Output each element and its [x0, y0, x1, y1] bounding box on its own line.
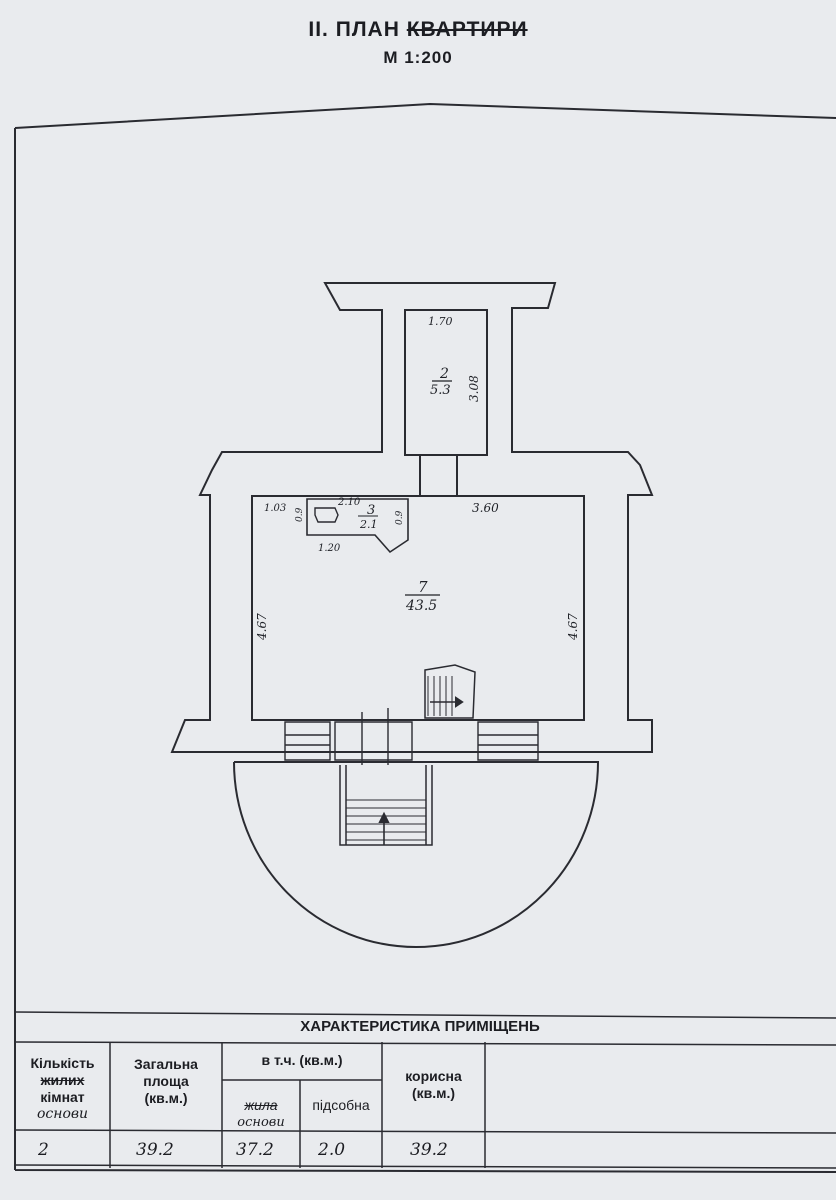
inner-stair: [424, 664, 476, 719]
dim-1-03: 1.03: [264, 503, 286, 514]
col-incl-header: в т.ч. (кв.м.): [261, 1052, 343, 1068]
dim-1-20: 1.20: [318, 543, 341, 554]
toilet-icon: [314, 507, 339, 523]
dim-4-67-right: 4.67: [566, 613, 580, 641]
room-3-outline: [306, 498, 409, 554]
col-total-line2: площа: [143, 1073, 189, 1089]
col-useful-line1: корисна: [405, 1068, 462, 1084]
cell-total: 39.2: [136, 1140, 174, 1160]
col-living-struck: жила: [244, 1097, 278, 1113]
entrance: [334, 708, 413, 765]
col-rooms-line1: Кількість: [30, 1055, 95, 1071]
table-title: ХАРАКТЕРИСТИКА ПРИМІЩЕНЬ: [300, 1018, 540, 1035]
dim-0-9-b: 0.9: [395, 510, 405, 525]
porch: [233, 761, 600, 948]
room-7-number: 7: [418, 578, 428, 596]
cell-living: 37.2: [236, 1140, 274, 1160]
room-7-area: 43.5: [405, 598, 437, 614]
dim-1-70: 1.70: [428, 315, 453, 328]
cell-rooms: 2: [38, 1140, 49, 1160]
col-useful-header: корисна (кв.м.): [382, 1068, 485, 1102]
room-2-number: 2: [439, 366, 449, 382]
table-grid: [14, 1011, 836, 1169]
room-2-area: 5.3: [430, 383, 451, 398]
col-living-header: жила основи: [222, 1097, 300, 1131]
dim-4-67-left: 4.67: [255, 613, 269, 641]
col-rooms-struck: жилих: [40, 1072, 85, 1088]
window-left: [284, 721, 331, 761]
window-right: [477, 721, 539, 761]
page-title: II. ПЛАН КВАРТИРИ: [0, 18, 836, 42]
col-rooms-hand: основи: [36, 1106, 89, 1122]
dim-3-60: 3.60: [472, 501, 499, 515]
col-living-hand: основи: [237, 1115, 285, 1130]
title-struck-word: КВАРТИРИ: [406, 18, 528, 41]
col-total-line1: Загальна: [134, 1056, 198, 1072]
shaft: [419, 455, 458, 495]
cell-useful: 39.2: [410, 1140, 448, 1160]
sheet-frame: [14, 102, 836, 1173]
dim-0-9-a: 0.9: [295, 507, 305, 522]
room-3-area: 2.1: [359, 518, 378, 531]
scale-label: М 1:200: [383, 48, 453, 67]
col-rooms-header: Кількість жилих кімнат основи: [15, 1055, 110, 1123]
room-3-number: 3: [367, 503, 375, 518]
room-7-outline: [251, 495, 585, 721]
dim-2-10: 2.10: [337, 497, 361, 508]
room-2-outline: [404, 309, 488, 456]
col-aux-header: підсобна: [312, 1097, 370, 1113]
dim-3-08: 3.08: [467, 375, 481, 402]
title-prefix: II. ПЛАН: [308, 18, 407, 41]
outer-stair: [339, 765, 433, 846]
upper-block: [170, 282, 654, 753]
col-total-header: Загальна площа (кв.м.): [110, 1056, 222, 1107]
col-useful-line2: (кв.м.): [411, 1085, 456, 1101]
col-total-line3: (кв.м.): [144, 1090, 188, 1106]
cell-aux: 2.0: [318, 1140, 346, 1160]
col-rooms-line3: кімнат: [40, 1089, 85, 1105]
